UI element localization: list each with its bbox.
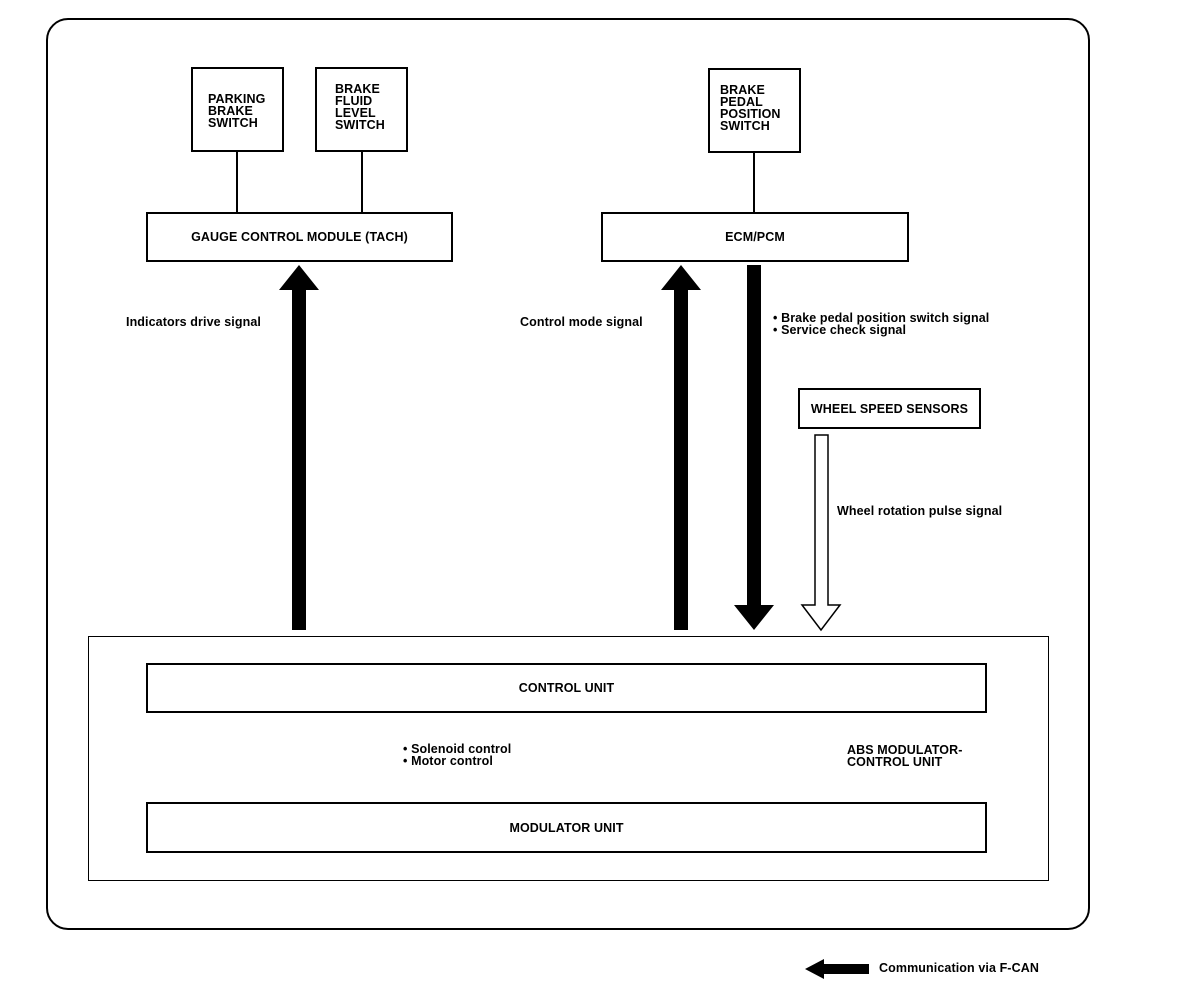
wheel-speed-sensors-box: WHEEL SPEED SENSORS	[798, 388, 981, 429]
abs-modulator-control-unit-label: ABS MODULATOR- CONTROL UNIT	[847, 743, 963, 769]
bullet: •	[773, 311, 778, 325]
control-unit-label: CONTROL UNIT	[518, 681, 615, 695]
ecm-signal-item: • Brake pedal position switch signal	[773, 311, 990, 325]
gauge-control-module-box: GAUGE CONTROL MODULE (TACH)	[146, 212, 453, 262]
indicators-drive-signal-label: Indicators drive signal	[126, 315, 261, 329]
bullet: •	[403, 742, 408, 756]
brake-fluid-level-switch-box: BRAKE FLUID LEVEL SWITCH	[315, 67, 408, 152]
arrow-control-mode	[661, 265, 701, 630]
modulator-unit-box: MODULATOR UNIT	[146, 802, 987, 853]
arrow-wheel-rotation	[800, 434, 842, 632]
solenoid-control-label: Solenoid control	[411, 742, 512, 756]
wheel-speed-sensors-label: WHEEL SPEED SENSORS	[810, 401, 969, 416]
control-unit-box: CONTROL UNIT	[146, 663, 987, 713]
service-check-signal-label: Service check signal	[781, 323, 907, 337]
bullet: •	[773, 323, 778, 337]
modulator-unit-label: MODULATOR UNIT	[509, 820, 624, 835]
bullet: •	[403, 754, 408, 768]
legend-communication-label: Communication via F-CAN	[879, 961, 1039, 975]
brake-fluid-level-switch-label: BRAKE FLUID LEVEL SWITCH	[335, 82, 385, 132]
brake-pedal-signal-label: Brake pedal position switch signal	[781, 311, 990, 325]
internal-signal-item: • Motor control	[403, 754, 511, 768]
system-frame	[46, 18, 1090, 930]
brake-pedal-position-switch-box: BRAKE PEDAL POSITION SWITCH	[708, 68, 801, 153]
control-mode-signal-label: Control mode signal	[520, 315, 643, 329]
internal-signal-item: • Solenoid control	[403, 742, 512, 756]
internal-signal-list: • Solenoid control • Motor control	[403, 742, 512, 768]
ecm-pcm-label: ECM/PCM	[725, 230, 785, 244]
ecm-pcm-box: ECM/PCM	[601, 212, 909, 262]
wheel-rotation-signal-label: Wheel rotation pulse signal	[837, 504, 1003, 518]
ecm-signal-item: • Service check signal	[773, 323, 989, 337]
brake-pedal-position-switch-label: BRAKE PEDAL POSITION SWITCH	[720, 83, 781, 133]
parking-brake-switch-box: PARKING BRAKE SWITCH	[191, 67, 284, 152]
motor-control-label: Motor control	[411, 754, 493, 768]
arrow-ecm-to-abs	[734, 265, 774, 630]
legend-arrow-icon	[805, 959, 869, 979]
gauge-control-module-label: GAUGE CONTROL MODULE (TACH)	[191, 230, 408, 244]
ecm-signal-list: • Brake pedal position switch signal • S…	[773, 311, 990, 337]
arrow-indicators-drive	[279, 265, 319, 630]
parking-brake-switch-label: PARKING BRAKE SWITCH	[208, 92, 266, 130]
